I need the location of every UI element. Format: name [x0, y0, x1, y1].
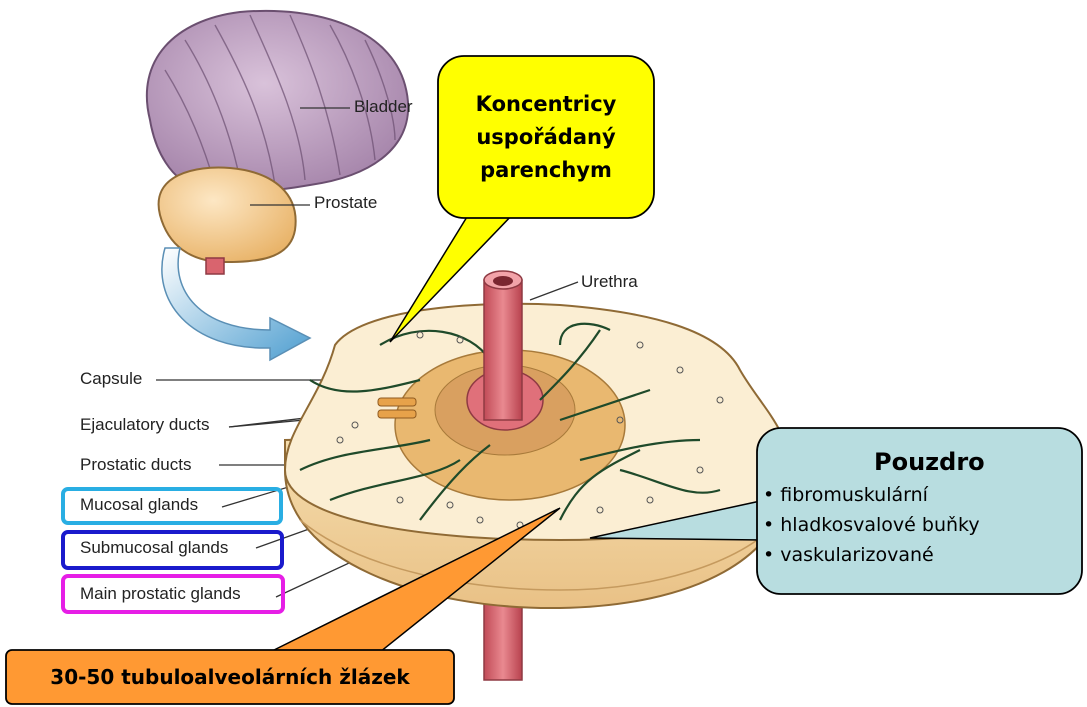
- ejaculatory-ducts-label: Ejaculatory ducts: [80, 415, 209, 435]
- submucosal-glands-label: Submucosal glands: [80, 538, 228, 558]
- parenchym-line-1: Koncentricy: [438, 88, 654, 121]
- bullet: •: [763, 544, 774, 566]
- bullet: •: [763, 484, 774, 506]
- prostatic-ducts-label: Prostatic ducts: [80, 455, 192, 475]
- urethra-label: Urethra: [581, 272, 638, 292]
- parenchym-line-2: uspořádaný: [438, 121, 654, 154]
- glands-callout-text: 30-50 tubuloalveolárních žlázek: [6, 665, 454, 689]
- pouzdro-title: Pouzdro: [874, 448, 985, 476]
- pouzdro-item-2: • hladkosvalové buňky: [763, 514, 980, 536]
- bullet: •: [763, 514, 774, 536]
- prostate-drawing: [159, 168, 296, 274]
- mucosal-glands-label: Mucosal glands: [80, 495, 198, 515]
- capsule-label: Capsule: [80, 369, 142, 389]
- prostate-label: Prostate: [314, 193, 377, 213]
- pouzdro-item-text: fibromuskulární: [780, 484, 928, 506]
- curved-arrow: [162, 248, 310, 360]
- pouzdro-item-3: • vaskularizované: [763, 544, 934, 566]
- pouzdro-item-text: vaskularizované: [780, 544, 933, 566]
- pouzdro-item-text: hladkosvalové buňky: [780, 514, 979, 536]
- parenchym-line-3: parenchym: [438, 154, 654, 187]
- pouzdro-item-1: • fibromuskulární: [763, 484, 928, 506]
- main-prostatic-glands-label: Main prostatic glands: [80, 584, 241, 604]
- parenchym-callout-text: Koncentricy uspořádaný parenchym: [438, 88, 654, 187]
- bladder-label: Bladder: [354, 97, 413, 117]
